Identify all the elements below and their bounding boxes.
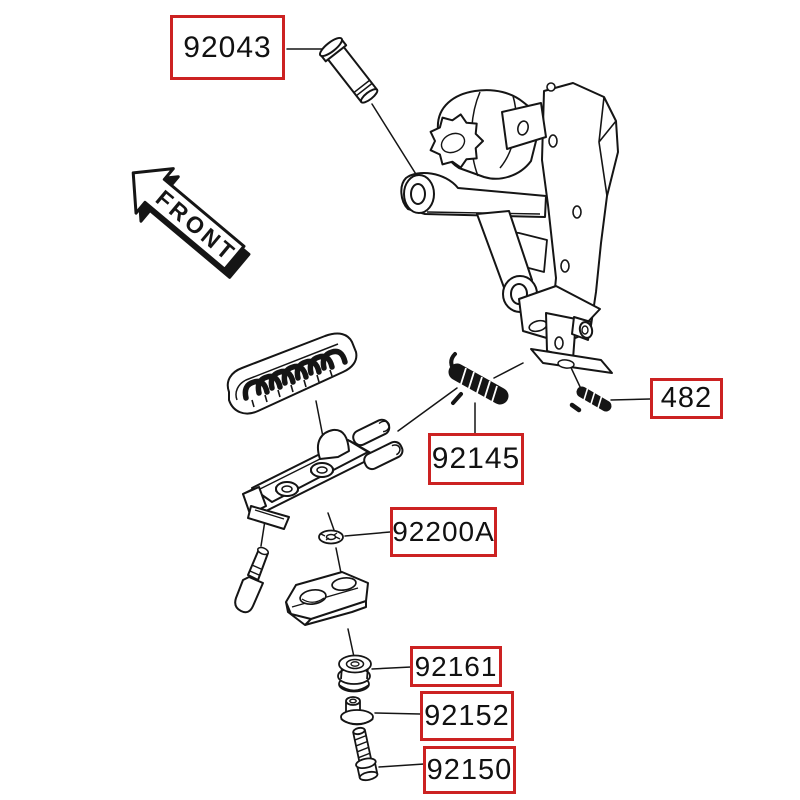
part-number-92152: 92152 [424, 699, 510, 732]
part-number-92150: 92150 [426, 753, 513, 786]
washer-drawing-92200a [318, 529, 344, 545]
bolt-drawing-92150 [352, 726, 379, 782]
detent-pin-drawing [234, 546, 269, 614]
callout-92152[interactable]: 92152 [420, 691, 514, 741]
part-number-482: 482 [660, 382, 713, 414]
callout-92161[interactable]: 92161 [410, 646, 502, 687]
part-number-92161: 92161 [414, 650, 498, 682]
front-arrow: FRONT [131, 167, 251, 279]
guard-plate-drawing [285, 571, 369, 626]
callout-482[interactable]: 482 [650, 378, 723, 419]
callout-92200a[interactable]: 92200A [390, 507, 497, 557]
footpeg-drawing [242, 418, 404, 530]
part-number-92200a: 92200A [392, 516, 495, 547]
part-number-92043: 92043 [183, 30, 272, 64]
part-number-92145: 92145 [431, 442, 521, 475]
front-arrow-label: FRONT [151, 185, 242, 267]
collar-drawing-92152 [340, 696, 374, 726]
spring-drawing-92145 [448, 352, 509, 405]
bracket-drawing [400, 82, 619, 374]
callout-92043[interactable]: 92043 [170, 15, 285, 80]
spline-boss [429, 113, 484, 169]
damper-drawing-92161 [337, 654, 372, 693]
callout-92145[interactable]: 92145 [428, 433, 524, 485]
callout-92150[interactable]: 92150 [423, 746, 516, 794]
spring-drawing-482 [569, 386, 612, 413]
footpeg-rubber-drawing [226, 332, 358, 415]
pivot-pin-drawing [319, 36, 379, 104]
